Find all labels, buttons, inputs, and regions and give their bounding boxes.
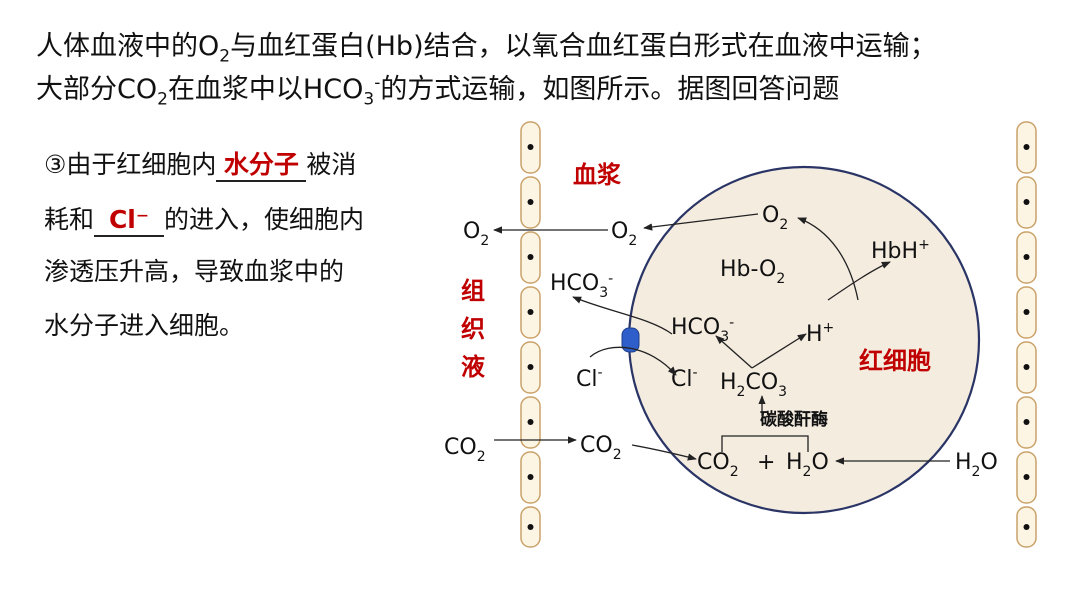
- question-line-1: ③由于红细胞内水分子被消: [44, 150, 356, 182]
- tissue-fluid-label-1: 组: [461, 277, 485, 305]
- hco3-plasma: HCO3-: [550, 271, 613, 301]
- answer-blank-1: 水分子: [216, 150, 307, 182]
- co2-tissue: CO2: [444, 435, 486, 465]
- capillary-wall-left: [520, 121, 541, 548]
- plasma-label: 血浆: [573, 161, 622, 189]
- question-line-3: 渗透压升高，导致血浆中的: [44, 257, 345, 286]
- answer-blank-2: Cl⁻: [94, 205, 165, 237]
- anion-exchanger-icon: [621, 327, 640, 353]
- o2-plasma: O2: [611, 219, 637, 249]
- h-ion: H+: [806, 320, 834, 347]
- rbc-label: 红细胞: [859, 347, 931, 375]
- cl-plasma: Cl-: [576, 365, 603, 392]
- header-line-1: 人体血液中的O2与血红蛋白(Hb)结合，以氧合血红蛋白形式在血液中运输；: [36, 31, 937, 67]
- h2o-rbc: H2O: [786, 450, 829, 480]
- tissue-fluid-label-2: 织: [461, 315, 485, 343]
- h2o-plasma: H2O: [955, 450, 998, 480]
- h2co3-label: H2CO3: [720, 370, 787, 400]
- co2-rbc: CO2: [697, 450, 739, 480]
- o2-tissue: O2: [463, 219, 489, 249]
- enzyme-label: 碳酸酐酶: [760, 409, 828, 430]
- reaction-arrows: [493, 213, 950, 465]
- co2-plasma: CO2: [580, 433, 622, 463]
- hco3-rbc: HCO3-: [671, 315, 734, 345]
- tissue-fluid-label-3: 液: [461, 353, 485, 381]
- o2-rbc: O2: [762, 203, 788, 233]
- hb-o2-label: Hb-O2: [720, 257, 785, 287]
- question-line-4: 水分子进入细胞。: [44, 311, 245, 340]
- plus-sign: +: [757, 450, 775, 475]
- capillary-wall-right: [1016, 121, 1037, 548]
- header-line-2: 大部分CO2在血浆中以HCO3-的方式运输，如图所示。据图回答问题: [36, 73, 840, 110]
- hbh-label: HbH+: [871, 237, 930, 264]
